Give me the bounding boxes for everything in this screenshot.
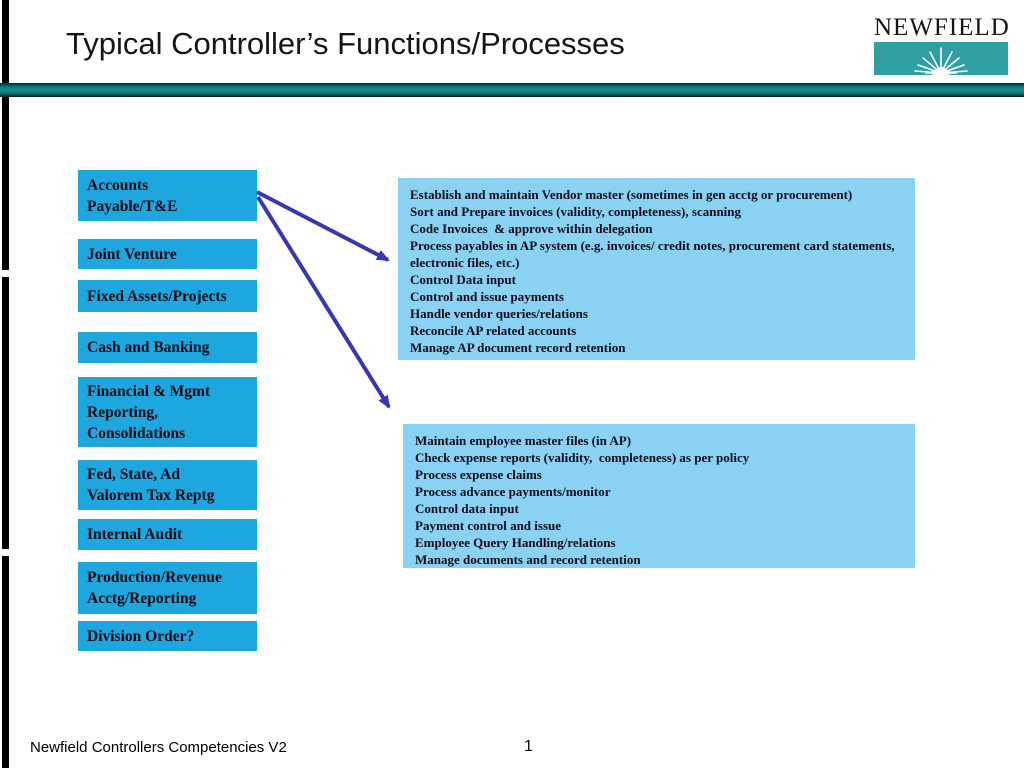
slide-title: Typical Controller’s Functions/Processes [66, 26, 625, 61]
function-box-internal-audit: Internal Audit [78, 519, 257, 550]
page-number: 1 [524, 738, 533, 755]
function-box-fed-state-tax: Fed, State, Ad Valorem Tax Reptg [78, 460, 257, 510]
left-accent-bar [2, 0, 9, 768]
arrow-to-ap-panel [256, 190, 390, 262]
panel-line: Check expense reports (validity, complet… [415, 450, 750, 465]
starburst-icon [914, 47, 968, 75]
footer-text: Newfield Controllers Competencies V2 [30, 739, 287, 756]
header-divider-bar [0, 83, 1024, 97]
newfield-logo: NEWFIELD [874, 14, 1010, 75]
panel-line: Payment control and issue [415, 518, 562, 533]
function-box-division-order: Division Order? [78, 621, 257, 651]
panel-line: Sort and Prepare invoices (validity, com… [410, 204, 742, 219]
panel-line: Process payables in AP system (e.g. invo… [410, 238, 898, 270]
panel-line: Manage documents and record retention [415, 552, 641, 567]
logo-wordmark: NEWFIELD [874, 14, 1010, 41]
panel-line: Maintain employee master files (in AP) [415, 433, 632, 448]
panel-line: Reconcile AP related accounts [410, 323, 577, 338]
function-box-cash-and-banking: Cash and Banking [78, 332, 257, 363]
panel-line: Manage AP document record retention [410, 340, 626, 355]
panel-line: Control Data input [410, 272, 516, 287]
panel-line: Process advance payments/monitor [415, 484, 611, 499]
panel-line: Code Invoices & approve within delegatio… [410, 221, 653, 236]
function-box-accounts-payable-te: Accounts Payable/T&E [78, 170, 257, 221]
ap-process-panel: Establish and maintain Vendor master (so… [398, 178, 915, 360]
logo-banner [874, 42, 1008, 75]
panel-line: Handle vendor queries/relations [410, 306, 588, 321]
arrow-to-expense-panel [256, 195, 391, 409]
panel-line: Process expense claims [415, 467, 542, 482]
panel-line: Establish and maintain Vendor master (so… [410, 187, 853, 202]
panel-line: Control and issue payments [410, 289, 564, 304]
left-accent-bar-gap [2, 270, 9, 277]
function-box-fixed-assets-projects: Fixed Assets/Projects [78, 280, 257, 312]
left-accent-bar-gap [2, 549, 9, 556]
function-box-production-revenue: Production/Revenue Acctg/Reporting [78, 562, 257, 614]
panel-line: Control data input [415, 501, 519, 516]
function-box-joint-venture: Joint Venture [78, 239, 257, 269]
expense-process-panel: Maintain employee master files (in AP) C… [403, 424, 915, 568]
function-box-financial-mgmt-reporting: Financial & Mgmt Reporting, Consolidatio… [78, 377, 257, 447]
panel-line: Employee Query Handling/relations [415, 535, 616, 550]
